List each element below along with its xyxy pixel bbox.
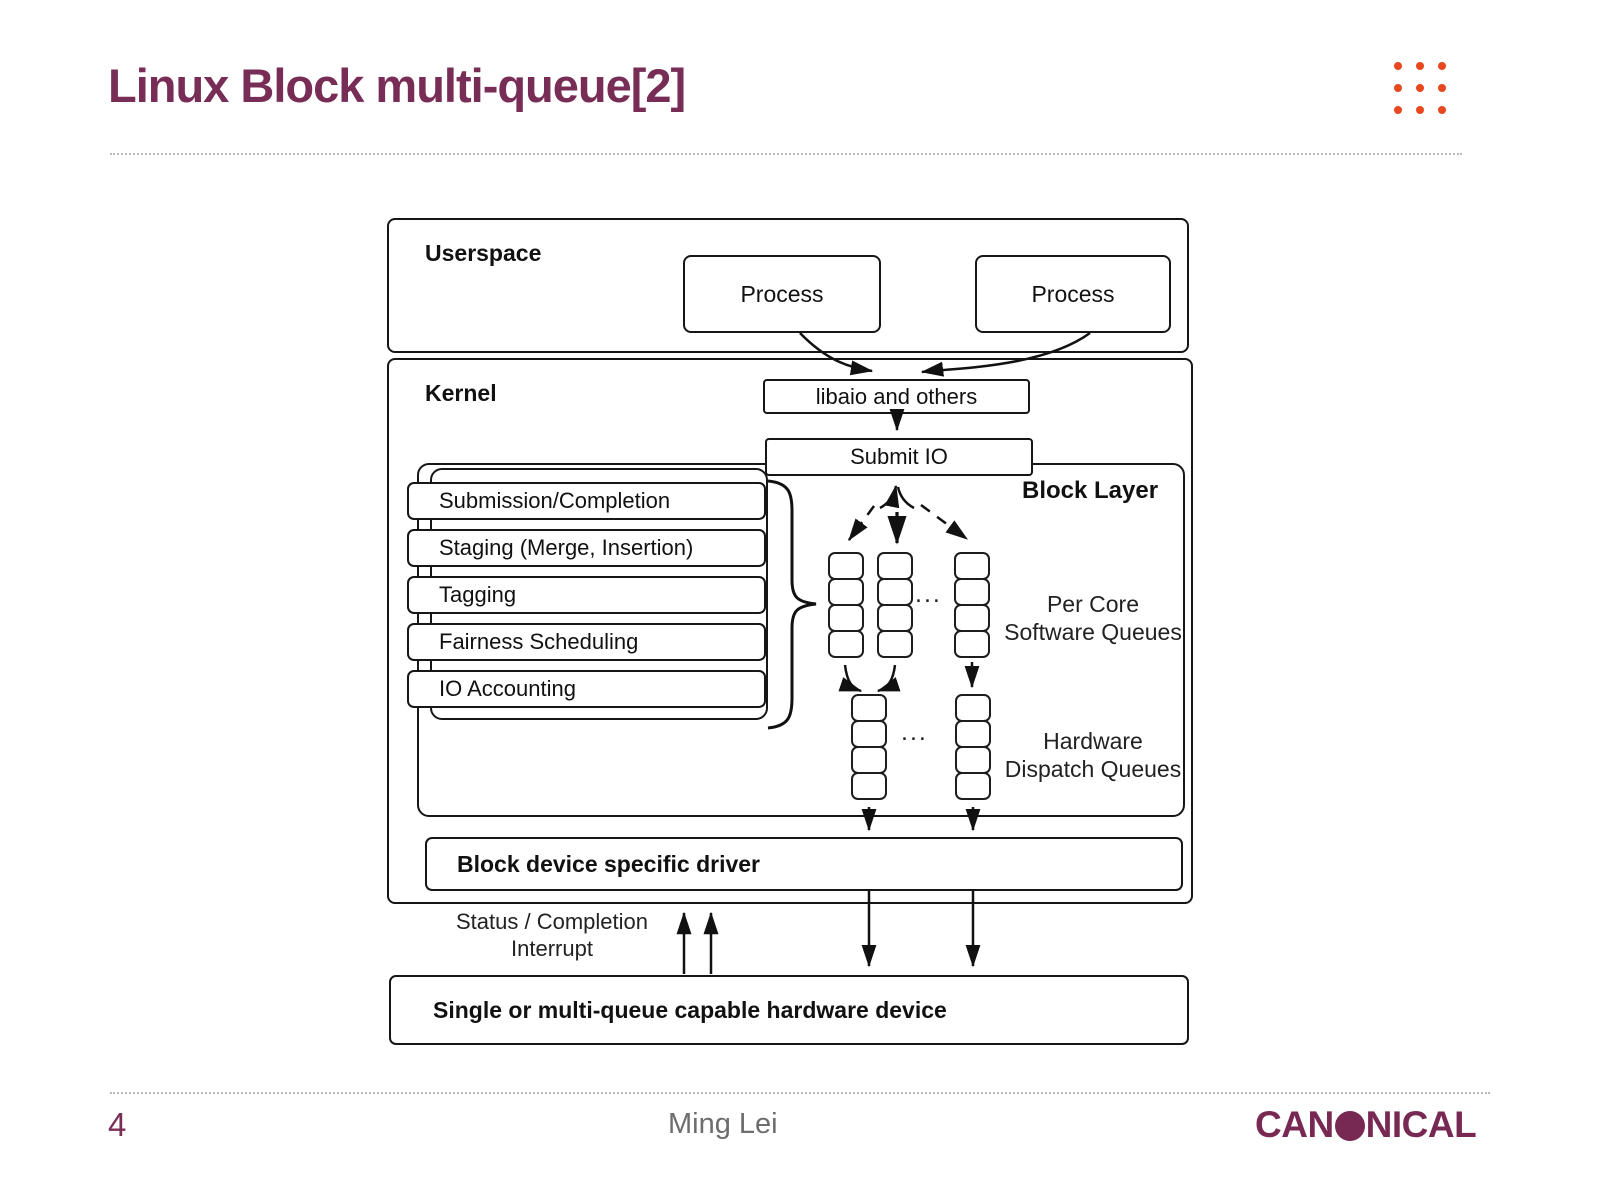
stack-item-fairness-scheduling: Fairness Scheduling (407, 623, 766, 661)
footer-divider (110, 1092, 1490, 1094)
canonical-logo: CAN NICAL (1255, 1104, 1477, 1146)
hardware-queues-label-line1: Hardware (1043, 728, 1143, 754)
hardware-queues-label: Hardware Dispatch Queues (988, 727, 1198, 783)
stack-item-label: Staging (Merge, Insertion) (439, 535, 694, 560)
process-box-2: Process (975, 255, 1171, 333)
submit-io-box: Submit IO (765, 438, 1033, 476)
libaio-box: libaio and others (763, 379, 1030, 414)
process-box-1: Process (683, 255, 881, 333)
stack-item-label: IO Accounting (439, 676, 576, 701)
hardware-queue-1 (851, 694, 887, 800)
hardware-queue-n (955, 694, 991, 800)
submit-io-label: Submit IO (850, 444, 948, 469)
process-label: Process (1031, 280, 1115, 307)
stack-item-label: Tagging (439, 582, 517, 607)
dots-grid-icon (1394, 62, 1446, 114)
hardware-queues-ellipsis: ... (901, 718, 928, 746)
software-queues-label-line2: Software Queues (1004, 619, 1182, 645)
stack-item-staging: Staging (Merge, Insertion) (407, 529, 766, 567)
process-label: Process (740, 280, 824, 307)
kernel-label: Kernel (425, 380, 497, 406)
block-device-driver-box: Block device specific driver (425, 837, 1183, 891)
software-queues-ellipsis: ... (915, 580, 942, 608)
software-queue-1 (828, 552, 864, 658)
libaio-label: libaio and others (815, 383, 978, 409)
status-completion-label: Status / Completion Interrupt (428, 908, 676, 962)
status-label-line1: Status / Completion (456, 909, 648, 934)
block-device-driver-label: Block device specific driver (457, 850, 760, 877)
software-queues-label: Per Core Software Queues (988, 590, 1198, 646)
userspace-label: Userspace (425, 240, 542, 266)
software-queues-label-line1: Per Core (1046, 591, 1140, 617)
block-layer-label: Block Layer (1022, 477, 1159, 504)
page-number: 4 (108, 1106, 127, 1143)
page-title: Linux Block multi-queue[2] (108, 59, 686, 112)
hardware-device-box: Single or multi-queue capable hardware d… (389, 975, 1189, 1045)
header-divider (110, 153, 1462, 155)
software-queue-n (954, 552, 990, 658)
hardware-queues-label-line2: Dispatch Queues (1004, 756, 1182, 782)
stack-item-tagging: Tagging (407, 576, 766, 614)
status-label-line2: Interrupt (511, 936, 593, 961)
stack-item-submission-completion: Submission/Completion (407, 482, 766, 520)
stack-item-io-accounting: IO Accounting (407, 670, 766, 708)
logo-text-post: NICAL (1365, 1104, 1477, 1145)
logo-o-circle-icon (1334, 1111, 1365, 1141)
hardware-device-label: Single or multi-queue capable hardware d… (433, 996, 947, 1023)
footer-author: Ming Lei (668, 1108, 778, 1140)
stack-item-label: Fairness Scheduling (439, 629, 639, 654)
logo-text-pre: CAN (1255, 1104, 1334, 1145)
stack-item-label: Submission/Completion (439, 488, 671, 513)
software-queue-2 (877, 552, 913, 658)
